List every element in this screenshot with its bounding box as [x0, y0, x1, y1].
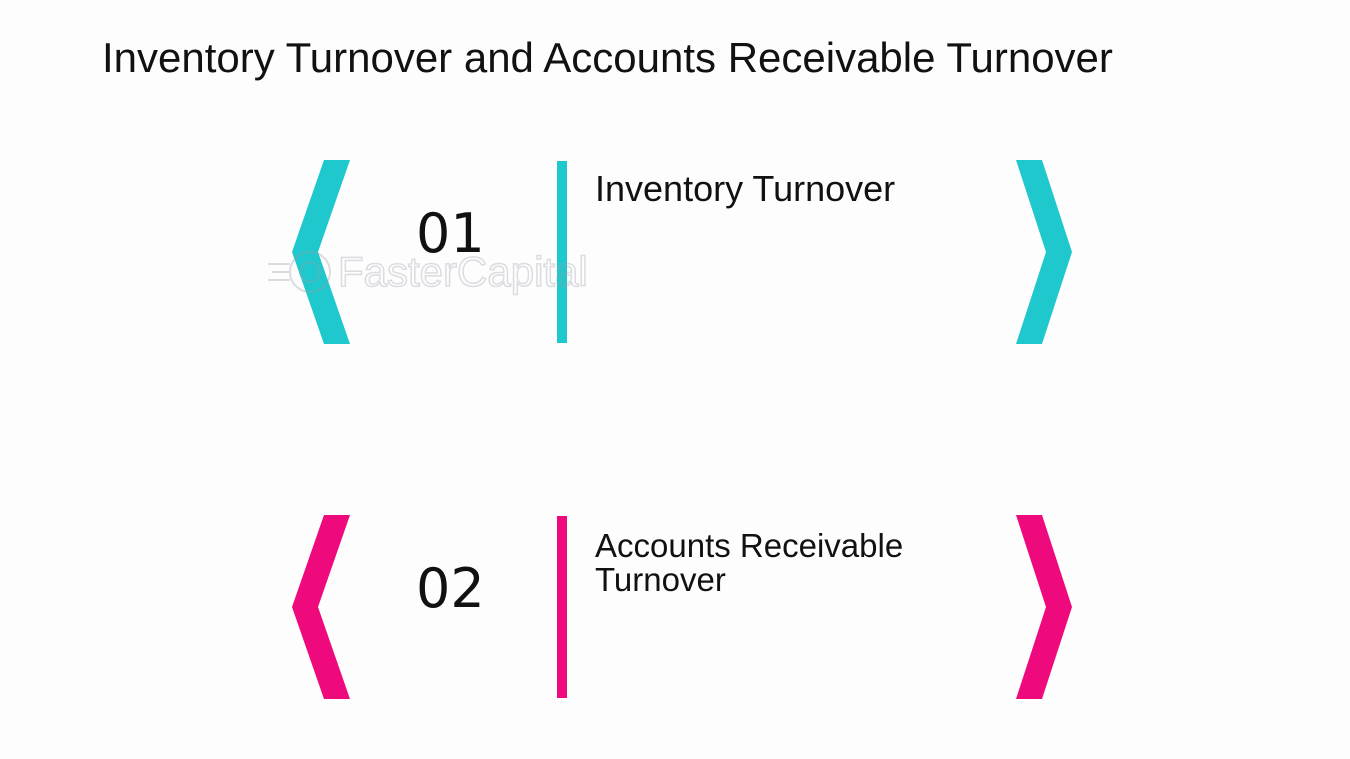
left-chevron-icon — [292, 515, 352, 699]
divider-bar — [557, 161, 567, 343]
list-item-1: 01 Inventory Turnover — [280, 150, 1080, 350]
step-number: 01 — [416, 202, 485, 265]
step-label: Accounts Receivable Turnover — [595, 527, 904, 598]
left-chevron-icon — [292, 160, 352, 344]
right-chevron-shape — [1016, 160, 1072, 344]
right-chevron-icon — [1014, 160, 1074, 344]
right-chevron-icon — [1014, 515, 1074, 699]
step-number: 02 — [416, 557, 485, 620]
right-chevron-shape — [1016, 515, 1072, 699]
left-chevron-shape — [292, 515, 350, 699]
list-item-2: 02 Accounts Receivable Turnover — [280, 505, 1080, 705]
page-title: Inventory Turnover and Accounts Receivab… — [102, 34, 1113, 82]
divider-bar — [557, 516, 567, 698]
step-label: Inventory Turnover — [595, 168, 896, 209]
left-chevron-shape — [292, 160, 350, 344]
